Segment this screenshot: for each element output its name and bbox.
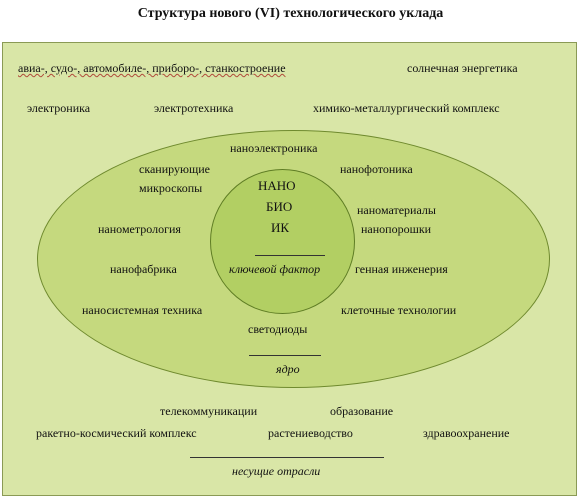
ellipse-item-nanometrology: нанометрология: [98, 222, 181, 236]
ellipse-item-nanosystem-tech: наносистемная техника: [82, 303, 203, 317]
core-divider: [249, 355, 321, 356]
ellipse-item-cell-technologies: клеточные технологии: [341, 303, 457, 317]
core-line-nano: НАНО: [258, 178, 296, 193]
ellipse-item-scanning: сканирующие: [139, 162, 210, 176]
outer-divider: [190, 457, 384, 458]
outer-label-machine-building: авиа-, судо-, автомобиле-, приборо-, ста…: [18, 61, 286, 75]
ellipse-item-nanofactory: нанофабрика: [110, 262, 177, 276]
key-factor-divider: [255, 255, 325, 256]
outer-label-plant-growing: растениеводство: [268, 426, 353, 440]
ellipse-item-nanomaterials: наноматериалы: [357, 203, 436, 217]
ellipse-item-nanoelectronics: наноэлектроника: [230, 141, 318, 155]
outer-caption: несущие отрасли: [232, 464, 321, 478]
core-line-ik: ИК: [271, 220, 290, 235]
outer-label-telecom: телекоммуникации: [160, 404, 258, 418]
ellipse-item-nanopowders: нанопорошки: [361, 222, 432, 236]
ellipse-item-leds: светодиоды: [248, 322, 308, 336]
key-factor-circle: [210, 169, 355, 314]
outer-label-space-complex: ракетно-космический комплекс: [36, 426, 197, 440]
key-factor-caption: ключевой фактор: [229, 262, 321, 276]
outer-label-healthcare: здравоохранение: [423, 426, 510, 440]
outer-label-electrical-engineering: электротехника: [154, 101, 234, 115]
ellipse-item-genetic-engineering: генная инженерия: [355, 262, 448, 276]
core-caption: ядро: [276, 362, 300, 376]
outer-label-chem-metal-complex: химико-металлургический комплекс: [313, 101, 500, 115]
core-line-bio: БИО: [266, 199, 293, 214]
ellipse-item-microscopes: микроскопы: [139, 181, 203, 195]
outer-label-electronics: электроника: [27, 101, 91, 115]
diagram-title: Структура нового (VI) технологического у…: [137, 6, 444, 21]
ellipse-item-nanophotonics: нанофотоника: [340, 162, 413, 176]
outer-label-solar-energy: солнечная энергетика: [407, 61, 518, 75]
outer-label-education: образование: [330, 404, 394, 418]
